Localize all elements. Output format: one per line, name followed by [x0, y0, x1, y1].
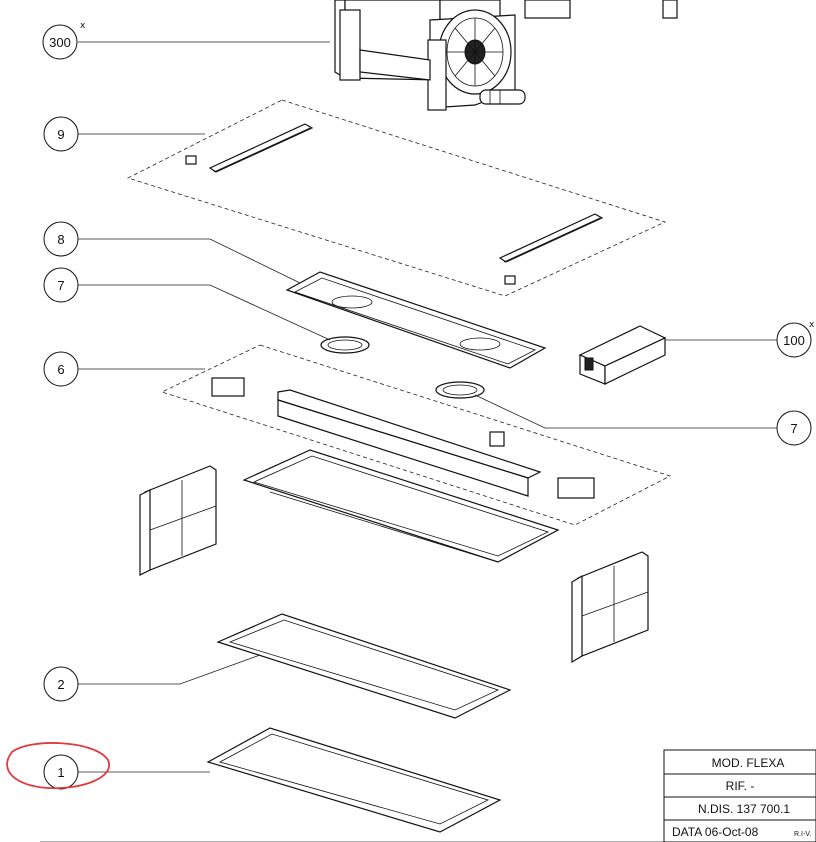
- svg-text:1: 1: [57, 765, 64, 780]
- grease-filter-upper: [216, 613, 512, 719]
- title-model: MOD. FLEXA: [712, 756, 785, 770]
- svg-text:x: x: [80, 21, 86, 31]
- callout-300[interactable]: 300 x: [42, 21, 86, 60]
- lighting-group: [160, 344, 672, 563]
- title-date: DATA 06-Oct-08: [672, 825, 759, 839]
- leader-lines: [40, 41, 816, 842]
- motor-blower-assembly: [334, 0, 678, 111]
- svg-text:7: 7: [57, 278, 64, 293]
- side-filter-left: [139, 465, 217, 576]
- svg-text:9: 9: [57, 127, 64, 142]
- support-tray: [285, 271, 547, 369]
- callout-6[interactable]: 6: [43, 351, 79, 387]
- grease-filter-lower: [206, 727, 502, 833]
- svg-text:2: 2: [57, 677, 64, 692]
- svg-text:x: x: [809, 320, 815, 330]
- title-revision: R.I-V.: [794, 831, 811, 838]
- rail-group: [126, 99, 667, 297]
- callout-7-right[interactable]: 7: [776, 410, 812, 446]
- callout-7-left[interactable]: 7: [43, 267, 79, 303]
- gasket-rings: [320, 336, 485, 399]
- callout-2[interactable]: 2: [43, 666, 79, 702]
- svg-text:300: 300: [49, 35, 71, 50]
- callout-1[interactable]: 1: [43, 754, 79, 790]
- title-drawing-number: N.DIS. 137 700.1: [698, 802, 790, 816]
- title-ref: RIF. -: [726, 779, 755, 793]
- svg-text:7: 7: [790, 421, 797, 436]
- callout-8[interactable]: 8: [43, 221, 79, 257]
- svg-text:100: 100: [783, 333, 805, 348]
- svg-text:6: 6: [57, 362, 64, 377]
- callout-9[interactable]: 9: [43, 116, 79, 152]
- svg-text:8: 8: [57, 232, 64, 247]
- title-block: MOD. FLEXA RIF. - N.DIS. 137 700.1 DATA …: [663, 749, 816, 842]
- control-switch-box: [578, 325, 667, 385]
- highlight-ring: [6, 742, 111, 790]
- callout-100[interactable]: 100 x: [776, 320, 815, 358]
- side-filter-right: [571, 551, 649, 664]
